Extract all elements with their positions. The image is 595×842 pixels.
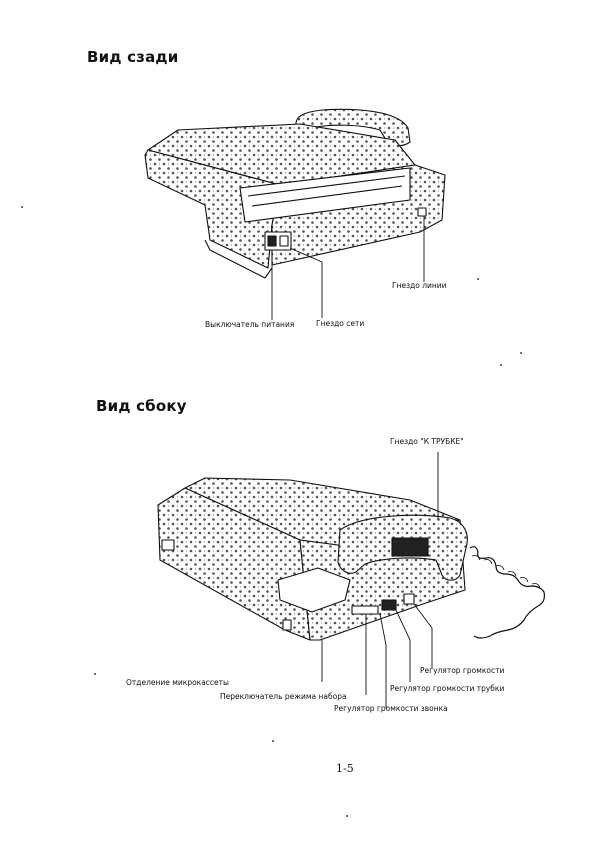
- power-socket-label: Гнездо сети: [316, 319, 365, 328]
- scan-speck: [346, 815, 348, 817]
- line-jack-label: Гнездо линии: [392, 281, 447, 290]
- microcassette-tray: [277, 567, 351, 613]
- handset-volume-label: Регулятор громкости трубки: [390, 684, 505, 693]
- rear-view-heading: Вид сзади: [87, 48, 179, 66]
- scan-speck: [500, 364, 502, 366]
- rear-recess: [239, 167, 411, 223]
- rear-left-body: [144, 149, 281, 269]
- volume-knob: [381, 599, 397, 611]
- scan-speck: [477, 278, 479, 280]
- ringer-volume-label: Регулятор громкости звонка: [334, 704, 448, 713]
- speaker-volume-label: Регулятор громкости: [420, 666, 505, 675]
- dial-mode-label: Переключатель режима набора: [220, 692, 347, 701]
- handset-jack-port: [403, 593, 415, 605]
- handset-cord: [469, 546, 545, 639]
- line-jack-port: [417, 207, 427, 217]
- power-switch-label: Выключатель питания: [205, 320, 295, 329]
- rear-view-illustration: [144, 108, 446, 320]
- side-view-illustration: [157, 452, 545, 708]
- side-view-heading: Вид сбоку: [96, 397, 187, 415]
- scan-speck: [520, 352, 522, 354]
- dial-mode-switch: [351, 605, 379, 615]
- microcassette-label: Отделение микрокассеты: [126, 678, 229, 687]
- page-number: 1-5: [336, 762, 354, 775]
- scan-speck: [21, 206, 23, 208]
- handset-jack-label: Гнездо "К ТРУБКЕ": [390, 437, 464, 446]
- scan-speck: [272, 740, 274, 742]
- scan-speck: [94, 673, 96, 675]
